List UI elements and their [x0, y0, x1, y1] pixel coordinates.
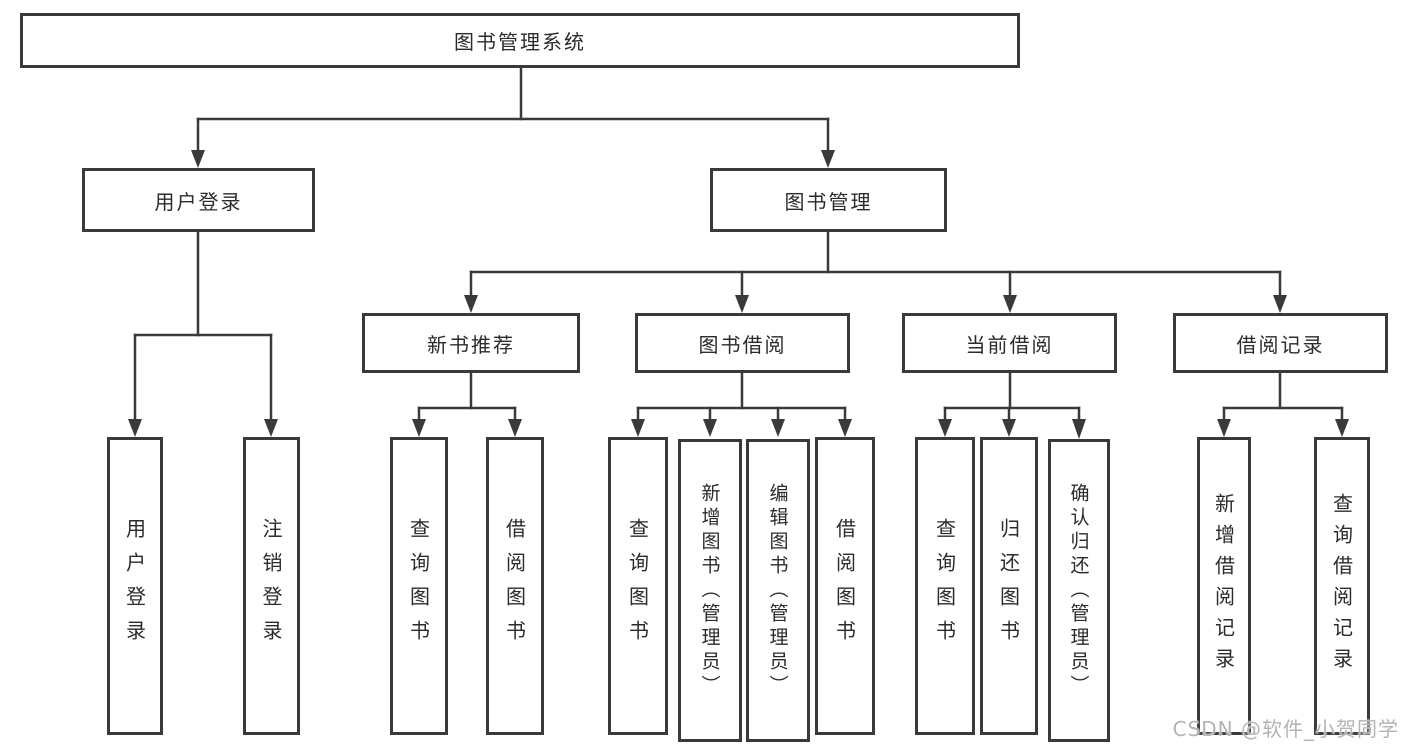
arrow-down-icon [771, 419, 785, 437]
leaf-borrow-books: 借阅图书 [815, 437, 875, 735]
node-new-book-recommend: 新书推荐 [362, 313, 580, 373]
leaf-logout: 注销登录 [243, 437, 300, 735]
leaf-confirm-return-admin: 确认归还（管理员） [1048, 439, 1110, 742]
node-label: 编辑图书（管理员） [766, 482, 789, 699]
arrow-down-icon [264, 419, 278, 437]
arrow-down-icon [412, 419, 426, 437]
connector-book-management-to-level3 [464, 230, 1287, 313]
node-label: 图书借阅 [698, 332, 787, 357]
node-label: 当前借阅 [965, 332, 1054, 357]
csdn-watermark: CSDN @软件_小贺同学 [1172, 717, 1399, 741]
arrow-down-icon [1335, 419, 1349, 437]
connector-new-book-recommend-subtree [412, 371, 522, 437]
leaf-query-borrow-record: 查询借阅记录 [1314, 437, 1370, 735]
leaf-query-books-current: 查询图书 [915, 437, 975, 735]
node-label: 图书管理 [784, 189, 873, 214]
node-label: 用户登录 [122, 518, 147, 654]
leaf-query-books-recommend: 查询图书 [390, 437, 448, 735]
arrow-down-icon [735, 295, 749, 313]
arrow-down-icon [938, 419, 952, 437]
connector-current-borrow-subtree [938, 371, 1086, 439]
node-label: 借阅图书 [502, 518, 527, 654]
node-label: 新书推荐 [427, 332, 515, 357]
arrow-down-icon [128, 419, 142, 437]
node-label: 查询借阅记录 [1329, 493, 1354, 679]
node-label: 新增借阅记录 [1211, 493, 1236, 679]
arrow-down-icon [631, 419, 645, 437]
node-label: 归还图书 [996, 518, 1021, 654]
node-label: 图书管理系统 [454, 30, 586, 54]
node-label: 借阅图书 [832, 518, 857, 654]
leaf-query-books-borrow: 查询图书 [608, 437, 668, 735]
leaf-add-borrow-record: 新增借阅记录 [1197, 437, 1251, 735]
arrow-down-icon [1003, 295, 1017, 313]
arrow-down-icon [1072, 419, 1086, 439]
node-root-library-system: 图书管理系统 [20, 13, 1020, 68]
node-label: 查询图书 [625, 518, 650, 654]
node-current-borrow: 当前借阅 [902, 313, 1117, 373]
leaf-user-login: 用户登录 [107, 437, 163, 735]
arrow-down-icon [1002, 419, 1016, 437]
node-label: 确认归还（管理员） [1067, 482, 1090, 699]
arrow-down-icon [508, 419, 522, 437]
node-book-management: 图书管理 [710, 168, 947, 232]
arrow-down-icon [703, 419, 717, 437]
arrow-down-icon [191, 150, 205, 168]
node-label: 借阅记录 [1236, 332, 1325, 357]
leaf-return-books: 归还图书 [980, 437, 1038, 735]
arrow-down-icon [464, 295, 478, 313]
node-label: 用户登录 [154, 189, 243, 214]
arrow-down-icon [1217, 419, 1231, 437]
leaf-edit-books-admin: 编辑图书（管理员） [746, 439, 810, 742]
connector-book-borrow-subtree [631, 371, 852, 437]
node-label: 注销登录 [259, 518, 283, 654]
node-user-login: 用户登录 [82, 168, 315, 232]
connector-borrow-records-subtree [1217, 371, 1349, 437]
node-label: 查询图书 [932, 518, 957, 654]
arrow-down-icon [838, 419, 852, 437]
node-label: 查询图书 [406, 518, 431, 654]
leaf-borrow-books-recommend: 借阅图书 [486, 437, 544, 735]
arrow-down-icon [821, 150, 835, 168]
connector-root-to-level2 [191, 66, 835, 168]
connector-user-login-subtree [128, 230, 278, 437]
arrow-down-icon [1273, 295, 1287, 313]
node-borrow-records: 借阅记录 [1173, 313, 1388, 373]
leaf-add-books-admin: 新增图书（管理员） [678, 439, 742, 742]
node-book-borrow: 图书借阅 [635, 313, 850, 373]
node-label: 新增图书（管理员） [698, 482, 721, 699]
